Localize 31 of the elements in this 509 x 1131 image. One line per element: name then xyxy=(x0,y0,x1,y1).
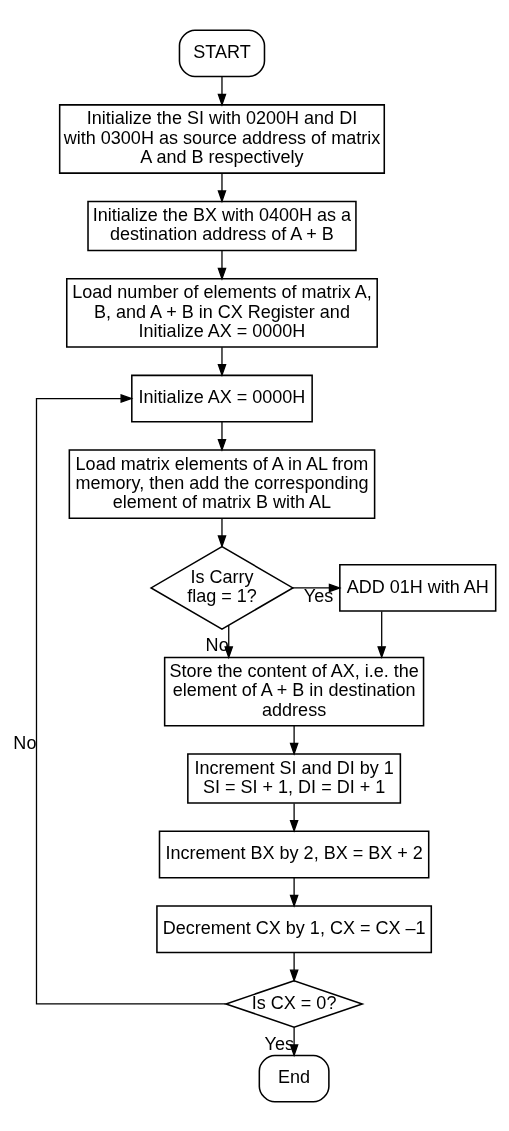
node-box: ADD 01H with AH xyxy=(339,563,497,612)
edge-label: Yes xyxy=(264,1033,294,1054)
arrow xyxy=(289,724,299,756)
node-box: Store the content of AX, i.e. the element of A + B in destination address xyxy=(163,656,425,726)
edge-label: No xyxy=(205,634,229,655)
arrow xyxy=(377,610,387,659)
arrow xyxy=(217,420,227,452)
node-diamond: Is CX = 0? xyxy=(223,979,365,1028)
arrow xyxy=(289,951,299,982)
arrow xyxy=(289,802,299,833)
node-box: Increment SI and DI by 1 SI = SI + 1, DI = DI + 1 xyxy=(187,752,402,804)
node-box: Load number of elements of matrix A, B, and A + B in CX Register and Initialize AX = 0000H xyxy=(66,277,378,348)
arrow xyxy=(217,346,227,377)
node-box: START xyxy=(178,28,266,77)
node-box: End xyxy=(258,1054,330,1103)
node-box: Initialize AX = 0000H xyxy=(131,374,313,422)
arrow xyxy=(292,582,342,592)
arrow xyxy=(217,75,227,107)
arrow xyxy=(289,876,299,908)
edge-label: Yes xyxy=(303,585,334,606)
node-box: Decrement CX by 1, CX = CX –1 xyxy=(156,904,433,953)
arrow xyxy=(35,393,227,1005)
edge-label: No xyxy=(13,732,37,753)
node-box: Initialize the SI with 0200H and DI with 0300H as source address of matrix A and B respectively xyxy=(58,103,386,174)
node-box: Increment BX by 2, BX = BX + 2 xyxy=(158,830,430,878)
arrow xyxy=(217,249,227,281)
node-box: Load matrix elements of A in AL from memory, then add the corresponding element of matrix B with AL xyxy=(68,448,376,519)
arrow xyxy=(217,172,227,203)
node-box: Initialize the BX with 0400H as a destination address of A + B xyxy=(87,200,357,251)
node-diamond: Is Carry flag = 1? xyxy=(149,545,295,630)
arrow xyxy=(217,517,227,548)
